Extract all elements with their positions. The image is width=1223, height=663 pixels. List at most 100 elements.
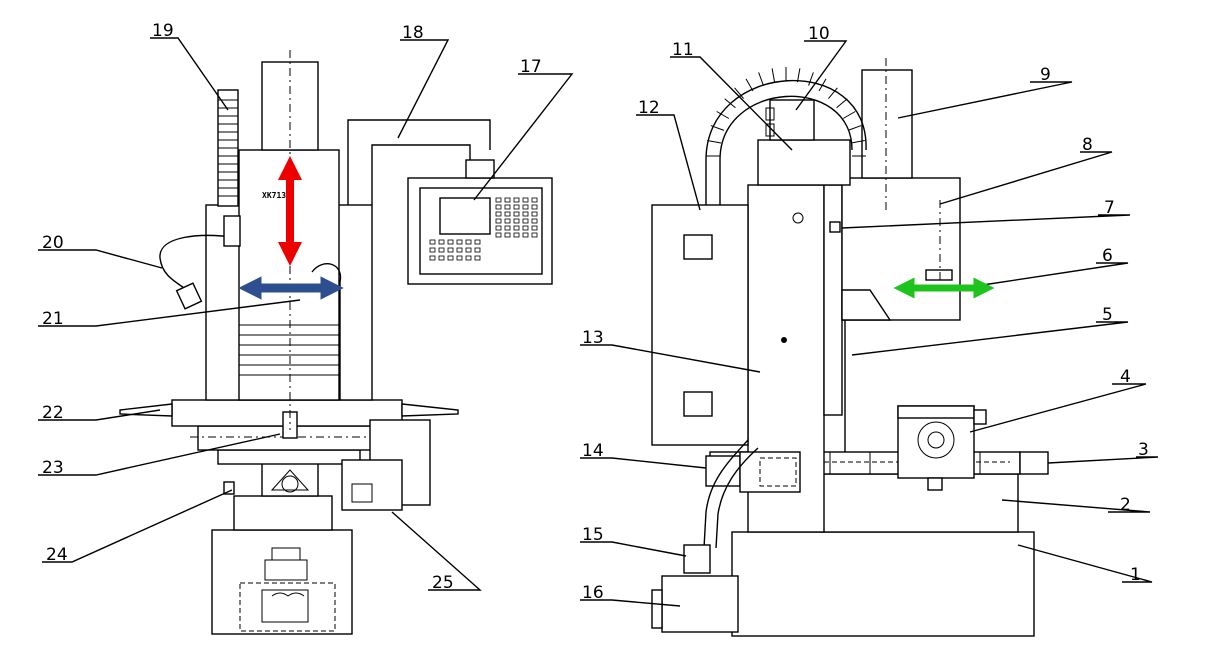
controller-key	[531, 225, 538, 231]
label-12: 12	[638, 98, 660, 118]
part-20-plug	[175, 282, 203, 310]
label-23: 23	[42, 458, 64, 478]
cable-chain-link	[724, 98, 736, 109]
controller-key	[495, 197, 502, 203]
cable-chain-link	[847, 125, 862, 131]
rotary-table-wedge	[270, 469, 310, 491]
side-view-labels: 11 10 9 12 8 7 6 5 13 4 3 14 2 15 1 16	[582, 24, 1149, 603]
controller-mount	[465, 159, 495, 179]
front-table-support	[233, 495, 333, 531]
part-16-cap	[651, 589, 663, 629]
label-24: 24	[46, 545, 68, 565]
controller-key	[513, 197, 520, 203]
controller-key	[456, 239, 463, 245]
controller-key	[447, 239, 454, 245]
rotary-table-top	[217, 449, 361, 465]
controller-key	[522, 197, 529, 203]
controller-key	[438, 239, 445, 245]
part-24-clamp	[223, 481, 235, 495]
label-4: 4	[1120, 367, 1131, 387]
head-lower	[841, 289, 892, 321]
label-19: 19	[152, 21, 174, 41]
part-18-arm-inner	[371, 144, 471, 205]
side-view	[651, 58, 1049, 637]
controller-key	[474, 255, 481, 261]
label-9: 9	[1040, 65, 1051, 85]
controller-key	[531, 204, 538, 210]
cable-chain-link	[758, 72, 764, 86]
nameplate-text: XK7132	[262, 191, 291, 200]
controller-key	[438, 255, 445, 261]
part-18-arm-outer	[347, 119, 491, 205]
cable-chain-link	[745, 78, 754, 92]
label-15: 15	[582, 525, 604, 545]
front-base-pump	[261, 547, 309, 623]
controller-key	[456, 247, 463, 253]
label-11: 11	[672, 40, 694, 60]
cable-chain-link	[808, 72, 814, 86]
label-3: 3	[1138, 440, 1149, 460]
controller-key	[447, 255, 454, 261]
controller-key	[495, 218, 502, 224]
label-8: 8	[1082, 135, 1093, 155]
part-9-spindle-motor	[861, 69, 913, 179]
label-21: 21	[42, 309, 64, 329]
controller-screen	[439, 197, 491, 235]
label-16: 16	[582, 583, 604, 603]
controller-key	[429, 247, 436, 253]
front-base-cabinet	[211, 529, 353, 635]
cable-chain-link	[842, 111, 856, 119]
label-13: 13	[582, 328, 604, 348]
controller-key	[495, 204, 502, 210]
front-column-bracket	[223, 215, 241, 247]
controller-key	[474, 239, 481, 245]
cabinet-window-bottom	[683, 391, 713, 417]
label-25: 25	[432, 573, 454, 593]
cabinet-window-top	[683, 234, 713, 260]
leader-lines	[38, 37, 1159, 607]
label-20: 20	[42, 233, 64, 253]
label-6: 6	[1102, 246, 1113, 266]
cable-chain-link	[850, 140, 865, 144]
front-view-labels: 19 18 17 20 21 22 23 24 25	[42, 21, 542, 593]
controller-key	[504, 204, 511, 210]
cable-chain-link	[716, 111, 730, 119]
controller-key	[429, 239, 436, 245]
controller-key	[465, 247, 472, 253]
side-cable-chain-outer	[705, 80, 867, 205]
controller-key	[495, 211, 502, 217]
controller-key	[504, 211, 511, 217]
table-right-handle	[401, 403, 459, 417]
controller-key	[465, 239, 472, 245]
part-3-end	[1019, 451, 1049, 475]
controller-key	[531, 197, 538, 203]
label-7: 7	[1104, 198, 1115, 218]
label-5: 5	[1102, 305, 1113, 325]
controller-key	[531, 211, 538, 217]
part-4-top	[897, 405, 975, 419]
side-cable-chain-inner	[719, 95, 853, 205]
spindle-nose	[925, 269, 953, 281]
label-2: 2	[1120, 495, 1131, 515]
controller-key	[522, 218, 529, 224]
controller-key	[447, 247, 454, 253]
rotary-table-body	[261, 461, 319, 497]
controller-key	[522, 211, 529, 217]
part-15-valve	[683, 544, 711, 574]
controller-key	[513, 211, 520, 217]
part-4-foot	[927, 477, 943, 491]
controller-key	[513, 225, 520, 231]
part-4-disk	[917, 421, 955, 459]
part-14-motor	[705, 455, 741, 487]
controller-key	[504, 232, 511, 238]
controller-key	[531, 232, 538, 238]
label-1: 1	[1130, 565, 1141, 585]
part-2-saddle	[819, 473, 1019, 533]
label-17: 17	[520, 57, 542, 77]
cable-chain-link	[771, 68, 776, 83]
controller-key	[429, 255, 436, 261]
front-view: XK7132	[119, 50, 553, 635]
controller-key	[504, 218, 511, 224]
label-22: 22	[42, 403, 64, 423]
